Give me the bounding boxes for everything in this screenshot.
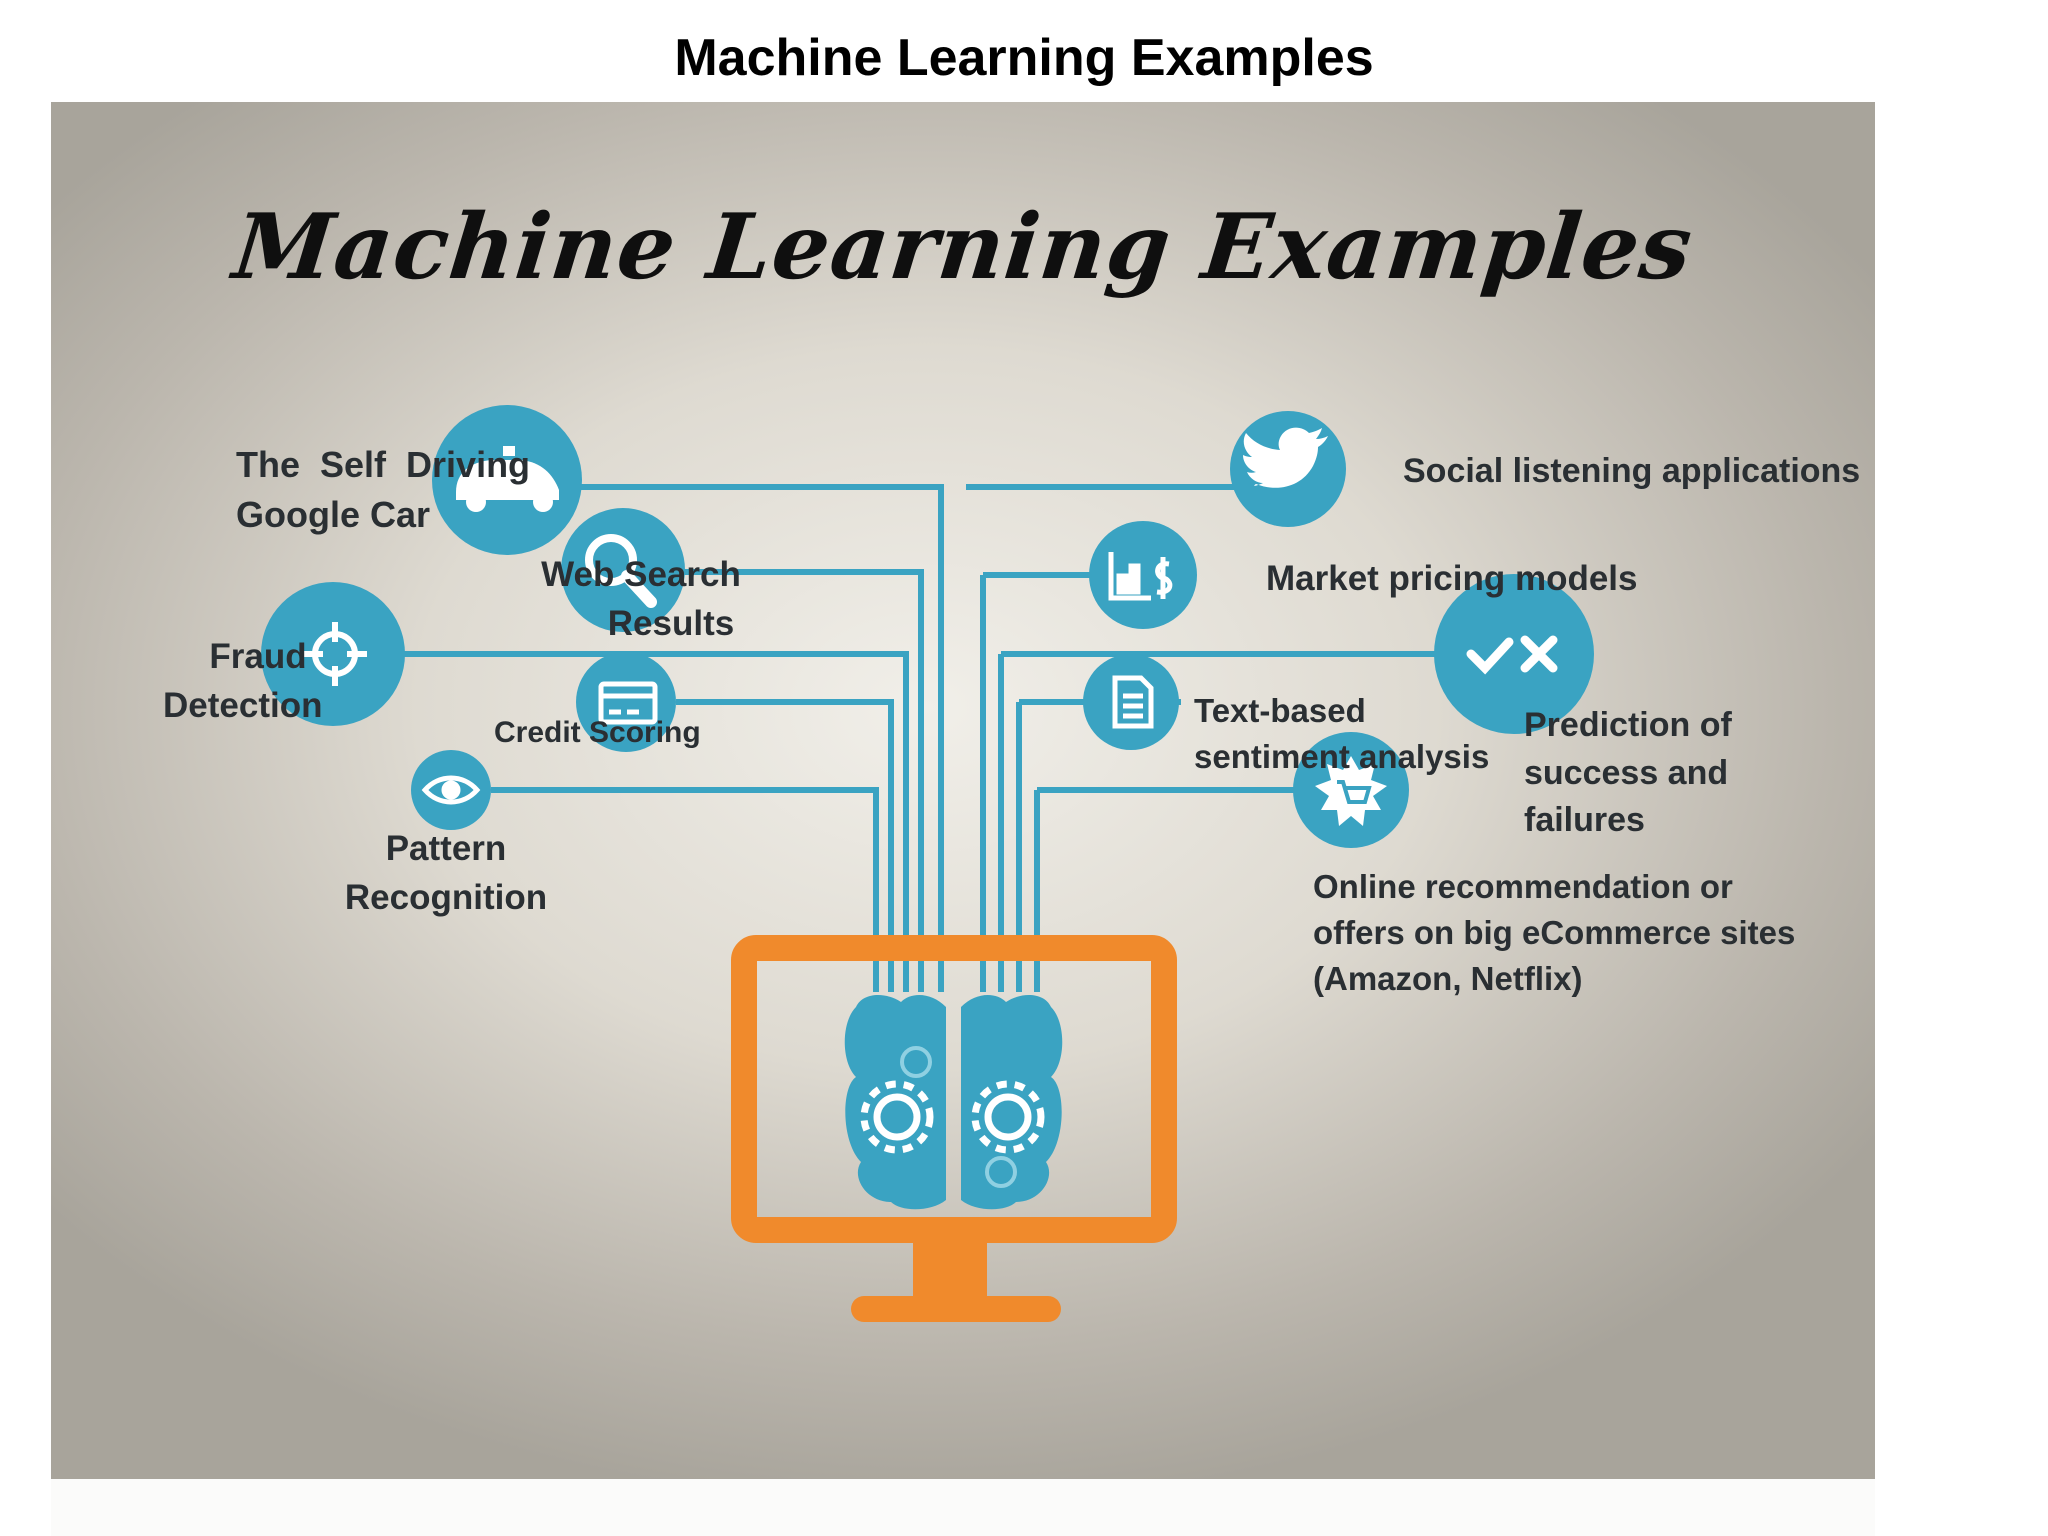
credit-scoring-node: [576, 652, 676, 752]
market-pricing-node: [1089, 521, 1197, 629]
page-title: Machine Learning Examples: [674, 29, 1374, 87]
label-web-search: Web Search Results: [541, 555, 741, 643]
twitter-bird-icon: [1243, 427, 1328, 488]
label-fraud-detection: Fraud Detection: [163, 637, 323, 725]
monitor-icon: [731, 935, 1177, 1322]
gear-icon: [971, 1080, 1045, 1154]
connector-credit: [676, 699, 894, 992]
pattern-recognition-node: [411, 750, 491, 830]
car-icon: [456, 446, 559, 512]
label-sentiment: Text-based sentiment analysis: [1194, 692, 1490, 776]
label-self-driving: The Self Driving Google Car: [236, 444, 531, 536]
brain-icon: [844, 995, 1063, 1210]
connector-self-driving: [571, 484, 944, 992]
crosshair-icon: [303, 622, 367, 686]
connector-web-search: [671, 569, 924, 992]
label-social-listening: Social listening applications: [1403, 452, 1861, 490]
label-recommendation: Online recommendation or offers on big e…: [1313, 868, 1796, 998]
sentiment-node: [1083, 654, 1179, 750]
social-listening-node: [1230, 411, 1346, 527]
gear-icon: [900, 1046, 1017, 1188]
recommendation-node: [1293, 732, 1409, 848]
credit-card-icon: [598, 681, 658, 725]
image-bottom-strip: [51, 1479, 1875, 1536]
shopping-cart-badge-icon: [1315, 756, 1387, 826]
label-pattern-recognition: Pattern Recognition: [344, 829, 548, 917]
search-icon: [585, 534, 657, 608]
chart-dollar-icon: [1108, 552, 1173, 601]
prediction-node: [1434, 574, 1594, 734]
check-cross-icon: [1466, 635, 1558, 675]
document-icon: [1112, 675, 1154, 729]
web-search-node: [561, 508, 685, 632]
label-market-pricing: Market pricing models: [1266, 559, 1638, 598]
connector-fraud: [381, 651, 909, 992]
gear-icon: [860, 1080, 934, 1154]
connector-pattern: [491, 787, 879, 992]
self-driving-car-node: [432, 405, 582, 555]
eye-icon: [421, 775, 481, 805]
diagram-canvas: [261, 405, 1594, 1322]
label-prediction: Prediction of success and failures: [1524, 706, 1732, 840]
fraud-detection-node: [261, 582, 405, 726]
infographic-image: Machine Learning Examples: [51, 102, 1875, 1479]
label-credit-scoring: Credit Scoring: [494, 716, 701, 749]
